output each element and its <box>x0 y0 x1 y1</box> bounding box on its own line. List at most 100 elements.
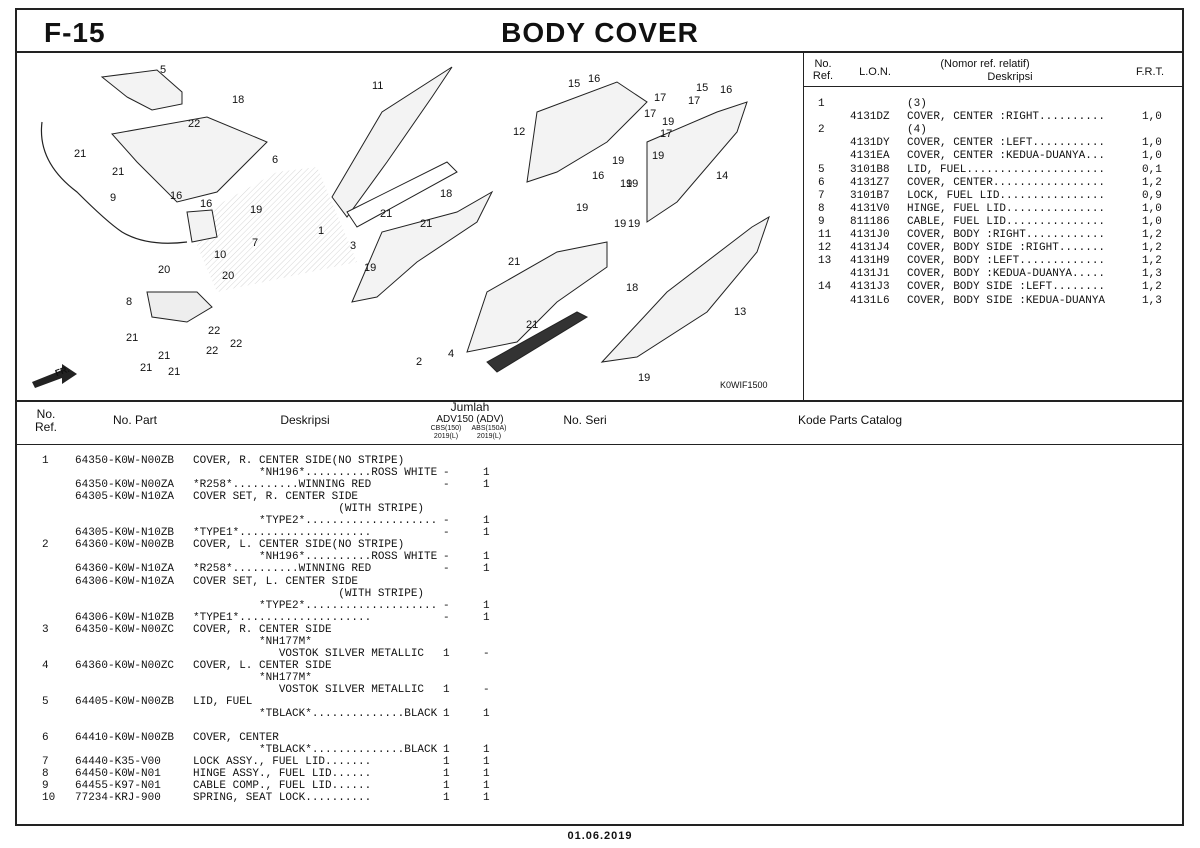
callout-number: 5 <box>160 64 167 76</box>
lon-header-no-ref: No. Ref. <box>812 58 834 82</box>
part-qty-a: 1 <box>443 708 450 721</box>
part-qty-b: 1 <box>483 479 490 492</box>
header-divider <box>15 51 1184 53</box>
part-desc: COVER, R. CENTER SIDE(NO STRIPE) <box>193 455 405 467</box>
part-desc: COVER, L. CENTER SIDE <box>193 659 332 672</box>
part-ref: 4 <box>42 659 49 672</box>
lon-ref: 9 <box>818 215 825 228</box>
part-qty-b: 1 <box>483 563 490 576</box>
part-desc: LOCK ASSY., FUEL LID....... <box>193 756 372 769</box>
lon-frt: 1,3 <box>1142 268 1162 281</box>
part-qty-b: 1 <box>483 467 490 480</box>
part-hinge <box>146 291 213 323</box>
part-number: 64305-K0W-N10ZA <box>75 491 175 504</box>
callout-number: 17 <box>688 95 701 107</box>
part-ref: 5 <box>42 696 49 708</box>
lon-frt: 1,0 <box>1142 202 1162 215</box>
part-qty-a: - <box>443 563 450 576</box>
part-qty-b: 1 <box>483 780 490 793</box>
callout-number: 17 <box>660 128 673 140</box>
part-body-side-left <box>646 101 748 223</box>
part-qty-a: - <box>443 527 450 540</box>
lon-code: 4131J3 <box>850 281 890 294</box>
part-desc: COVER, R. CENTER SIDE <box>193 623 332 636</box>
callout-number: 21 <box>508 256 521 268</box>
parts-header-adv: ADV150 (ADV) <box>436 414 504 425</box>
callout-number: 6 <box>272 154 279 166</box>
part-number: 64455-K97-N01 <box>75 780 161 793</box>
parts-header-no-seri: No. Seri <box>563 413 607 427</box>
lon-header-desc-top: (Nomor ref. relatif) <box>940 58 1030 70</box>
part-qty-a: - <box>443 467 450 480</box>
part-desc: *NH177M* <box>193 671 312 684</box>
lon-code: 4131Z7 <box>850 176 890 189</box>
callout-number: 22 <box>230 338 243 350</box>
part-qty-b: 1 <box>483 744 490 757</box>
callout-number: 13 <box>734 306 747 318</box>
part-number: 64360-K0W-N00ZB <box>75 539 175 552</box>
lon-code: 4131DZ <box>850 111 890 124</box>
page-frame <box>15 8 1184 826</box>
callout-number: 21 <box>158 350 171 362</box>
part-desc: VOSTOK SILVER METALLIC <box>193 683 425 696</box>
part-desc: COVER, L. CENTER SIDE(NO STRIPE) <box>193 539 405 552</box>
part-desc: *R258*..........WINNING RED <box>193 479 372 492</box>
callout-number: 16 <box>200 198 213 210</box>
callout-number: 19 <box>612 155 625 167</box>
lon-ref: 5 <box>818 163 825 176</box>
callout-number: 10 <box>214 249 227 261</box>
table-divider <box>15 400 1184 402</box>
part-cable <box>40 121 188 244</box>
callout-number: 2 <box>416 356 423 368</box>
lon-frt: 1,2 <box>1142 176 1162 189</box>
callout-number: 11 <box>372 80 384 92</box>
parts-header-no-part: No. Part <box>112 413 157 427</box>
part-qty-a: - <box>443 611 450 624</box>
part-ref: 10 <box>42 792 56 805</box>
part-desc: *TYPE1*.................... <box>193 611 372 624</box>
part-ref: 2 <box>42 539 49 552</box>
parts-header-col-a: CBS(150) 2019(L) <box>430 425 462 440</box>
part-qty-b: 1 <box>483 611 490 624</box>
part-body-side-right <box>526 81 648 183</box>
part-qty-a: 1 <box>443 792 450 805</box>
callout-number: 22 <box>208 325 221 337</box>
part-desc: LID, FUEL <box>193 696 253 708</box>
part-desc: HINGE ASSY., FUEL LID...... <box>193 768 372 781</box>
lon-frt: 0,9 <box>1142 189 1162 202</box>
lon-code: 4131J4 <box>850 242 890 255</box>
lon-frt: 1,2 <box>1142 242 1162 255</box>
callout-number: 4 <box>448 348 455 360</box>
part-center-cover <box>111 116 268 203</box>
callout-number: 20 <box>158 264 171 276</box>
diagram-divider <box>803 52 804 400</box>
part-number: 64410-K0W-N00ZB <box>75 732 175 745</box>
front-arrow <box>32 364 77 388</box>
lon-ref: 11 <box>818 229 832 241</box>
part-desc: COVER SET, L. CENTER SIDE <box>193 575 359 588</box>
lon-desc: CABLE, FUEL LID............... <box>907 215 1106 228</box>
part-desc: COVER SET, R. CENTER SIDE <box>193 491 359 504</box>
lon-code: 811186 <box>850 215 890 228</box>
lon-ref: 8 <box>818 202 825 215</box>
part-desc: VOSTOK SILVER METALLIC <box>193 647 425 660</box>
lon-frt: 1,2 <box>1142 229 1162 241</box>
lon-desc: COVER, BODY SIDE :KEDUA-DUANYA <box>907 294 1106 307</box>
part-qty-a: 1 <box>443 756 450 769</box>
lon-desc: LID, FUEL..................... <box>907 163 1106 176</box>
callout-number: 19 <box>638 372 651 384</box>
part-desc: *TYPE2*.................... <box>193 599 438 612</box>
lon-frt: 1,3 <box>1142 294 1162 307</box>
part-qty-b: 1 <box>483 792 490 805</box>
part-qty-b: 1 <box>483 515 490 528</box>
lon-desc: HINGE, FUEL LID............... <box>907 202 1106 215</box>
lon-code: 4131V0 <box>850 202 890 215</box>
part-ref: 8 <box>42 768 49 781</box>
part-number: 64360-K0W-N10ZA <box>75 563 175 576</box>
part-desc: (WITH STRIPE) <box>193 587 425 600</box>
callout-number: 15 <box>696 82 709 94</box>
callout-number: 21 <box>74 148 87 160</box>
part-fuel-lid <box>100 69 183 111</box>
lon-frt: 1,0 <box>1142 215 1162 228</box>
part-qty-b: 1 <box>483 551 490 564</box>
